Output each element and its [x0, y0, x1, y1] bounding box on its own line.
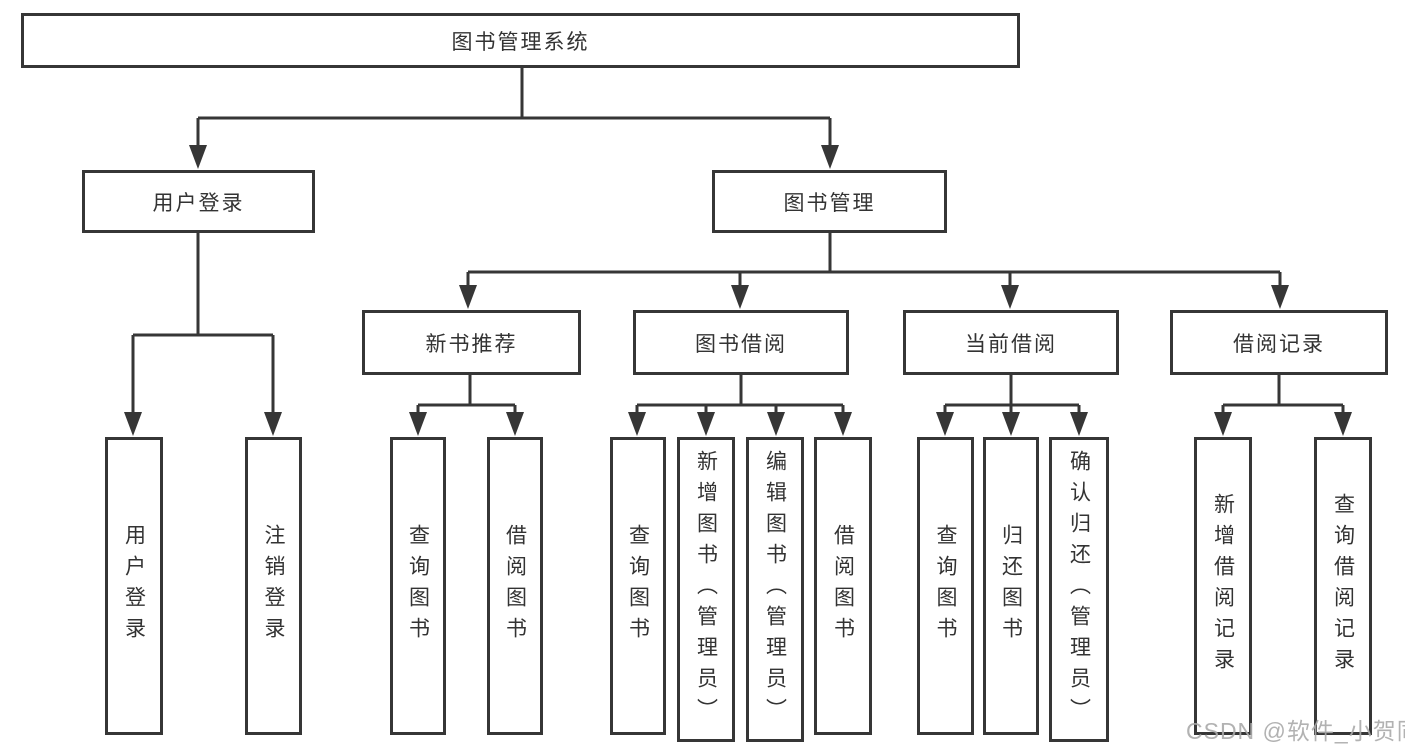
leaf-recommend-query-book-label: 查询图书: [406, 524, 430, 648]
node-book-management: 图书管理: [712, 170, 947, 233]
leaf-borrow-query-book: 查询图书: [610, 437, 666, 735]
leaf-add-borrow-record: 新增借阅记录: [1194, 437, 1252, 735]
leaf-add-borrow-record-label: 新增借阅记录: [1211, 493, 1235, 679]
leaf-logout: 注销登录: [245, 437, 302, 735]
node-borrow-record: 借阅记录: [1170, 310, 1388, 375]
leaf-logout-label: 注销登录: [262, 524, 285, 648]
leaf-borrow-book: 借阅图书: [814, 437, 872, 735]
leaf-recommend-borrow-book: 借阅图书: [487, 437, 543, 735]
leaf-recommend-borrow-book-label: 借阅图书: [503, 524, 527, 648]
leaf-current-query-book: 查询图书: [917, 437, 974, 735]
leaf-query-borrow-record-label: 查询借阅记录: [1331, 493, 1355, 679]
leaf-confirm-return-admin: 确认归还（管理员）: [1049, 437, 1109, 742]
leaf-borrow-query-book-label: 查询图书: [626, 524, 650, 648]
node-current-borrow: 当前借阅: [903, 310, 1119, 375]
leaf-confirm-return-admin-label: 确认归还（管理员）: [1067, 450, 1091, 729]
node-new-book-recommend: 新书推荐: [362, 310, 581, 375]
leaf-edit-book-admin-label: 编辑图书（管理员）: [763, 450, 787, 729]
leaf-add-book-admin-label: 新增图书（管理员）: [694, 450, 718, 729]
leaf-current-query-book-label: 查询图书: [934, 524, 957, 648]
leaf-return-book: 归还图书: [983, 437, 1039, 735]
leaf-edit-book-admin: 编辑图书（管理员）: [746, 437, 804, 742]
leaf-user-login-label: 用户登录: [122, 524, 146, 648]
leaf-query-borrow-record: 查询借阅记录: [1314, 437, 1372, 735]
leaf-user-login: 用户登录: [105, 437, 163, 735]
leaf-add-book-admin: 新增图书（管理员）: [677, 437, 735, 742]
leaf-borrow-book-label: 借阅图书: [831, 524, 855, 648]
leaf-recommend-query-book: 查询图书: [390, 437, 446, 735]
leaf-return-book-label: 归还图书: [999, 524, 1023, 648]
node-book-borrow: 图书借阅: [633, 310, 849, 375]
node-root: 图书管理系统: [21, 13, 1020, 68]
csdn-watermark: CSDN @软件_小贺同学: [1186, 718, 1405, 744]
node-user-login: 用户登录: [82, 170, 315, 233]
